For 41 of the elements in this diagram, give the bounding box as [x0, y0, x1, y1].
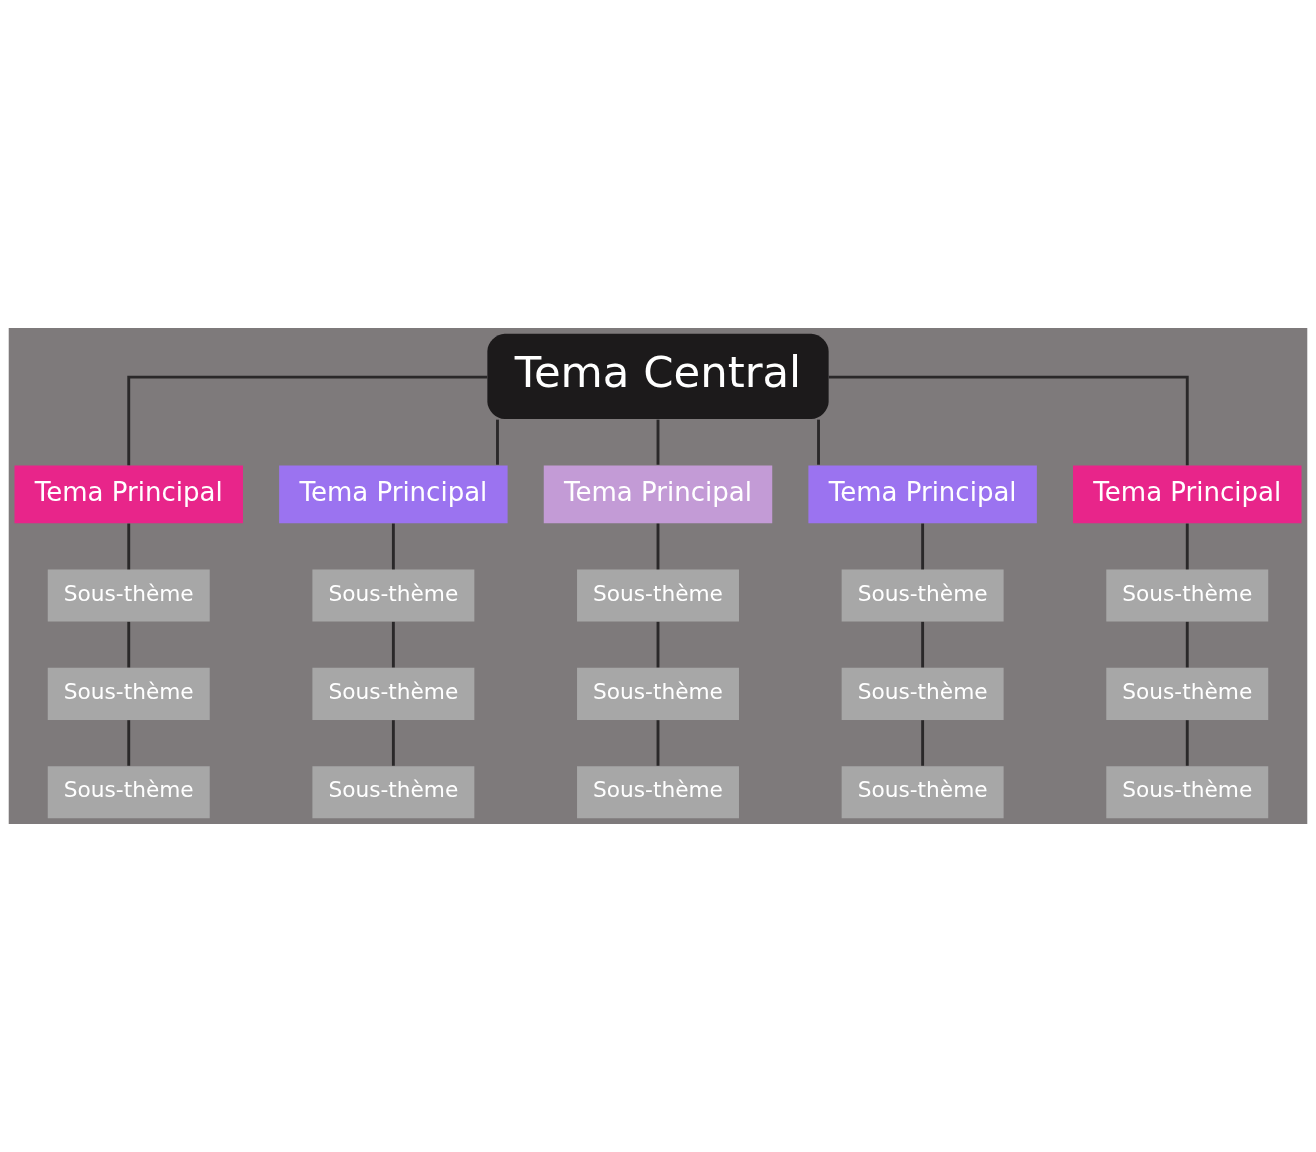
connector	[1185, 621, 1189, 668]
connector	[1185, 523, 1189, 570]
node-box: Sous-thème	[577, 569, 739, 622]
node-box: Tema Central	[487, 333, 829, 420]
node-box: Sous-thème	[577, 766, 739, 819]
connector	[921, 720, 925, 766]
node-box: Sous-thème	[841, 667, 1004, 720]
node-box: Tema Principal	[543, 465, 773, 524]
connector	[496, 419, 499, 465]
connector	[391, 621, 395, 668]
node-box: Sous-thème	[47, 766, 210, 819]
node-box: Sous-thème	[312, 569, 475, 622]
connector	[391, 720, 395, 766]
connector	[127, 621, 131, 668]
connector	[391, 523, 395, 570]
connector	[127, 523, 131, 570]
node-box: Sous-thème	[1106, 766, 1269, 819]
connector	[921, 621, 925, 668]
node-box: Sous-thème	[1106, 569, 1269, 622]
node-box: Tema Principal	[14, 465, 243, 524]
connector	[127, 375, 488, 466]
connector	[828, 375, 1189, 466]
node-box: Sous-thème	[47, 667, 210, 720]
connector	[656, 523, 660, 570]
connector	[127, 720, 131, 766]
node-box: Tema Principal	[808, 465, 1037, 524]
node-box: Tema Principal	[279, 465, 508, 524]
connector	[656, 419, 660, 465]
node-box: Sous-thème	[841, 569, 1004, 622]
connector	[656, 720, 660, 766]
node-box: Sous-thème	[577, 667, 739, 720]
node-box: Sous-thème	[841, 766, 1004, 819]
node-box: Sous-thème	[47, 569, 210, 622]
connector	[656, 621, 660, 668]
connector	[921, 523, 925, 570]
node-box: Sous-thème	[312, 766, 475, 819]
connector	[1185, 720, 1189, 766]
connector	[817, 419, 820, 465]
node-box: Sous-thème	[312, 667, 475, 720]
node-box: Tema Principal	[1073, 465, 1302, 524]
node-box: Sous-thème	[1106, 667, 1269, 720]
